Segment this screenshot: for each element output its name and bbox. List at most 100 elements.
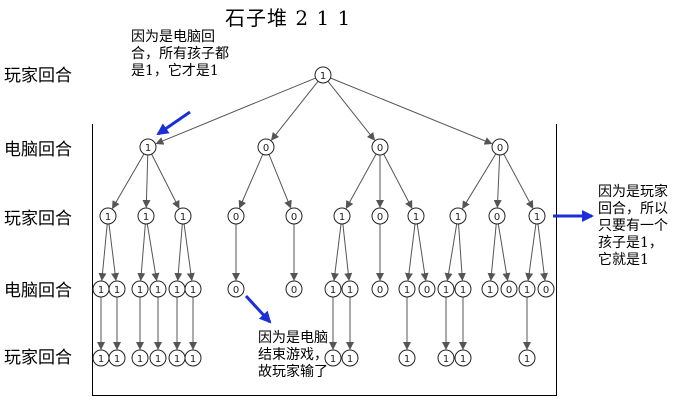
- edge-l2-l3-3: [146, 223, 160, 282]
- node-l0-root-value: 1: [320, 71, 326, 82]
- node-l2-4: 0: [285, 207, 303, 225]
- edge-l1-l2-2: [151, 153, 180, 209]
- node-l4-10-circle: [454, 349, 472, 367]
- node-l3-15-value: 1: [487, 285, 493, 296]
- node-l3-1-circle: [108, 280, 126, 298]
- node-l4-4-value: 1: [174, 354, 180, 365]
- node-l2-3-circle: [227, 207, 245, 225]
- tree-edges: [97, 77, 549, 350]
- node-l4-5: 1: [184, 349, 202, 367]
- node-l3-1: 1: [108, 280, 126, 298]
- node-l3-13: 1: [437, 280, 455, 298]
- node-l2-9-circle: [488, 207, 506, 225]
- node-l2-1-value: 1: [143, 212, 149, 223]
- edge-l0-l1-1: [270, 80, 319, 141]
- node-l2-9: 0: [488, 207, 506, 225]
- node-l4-1: 1: [108, 349, 126, 367]
- edge-l1-l2-10: [503, 153, 534, 209]
- node-l3-11-circle: [398, 280, 416, 298]
- node-l2-0: 1: [99, 207, 117, 225]
- node-l2-2-value: 1: [180, 212, 186, 223]
- node-l2-1-circle: [137, 207, 155, 225]
- node-l3-16: 0: [500, 280, 518, 298]
- node-l1-0-value: 1: [145, 143, 151, 154]
- node-l4-1-circle: [108, 349, 126, 367]
- node-l3-9: 1: [341, 280, 359, 298]
- node-l2-8-circle: [449, 207, 467, 225]
- node-l3-13-circle: [437, 280, 455, 298]
- edge-l2-l3-17: [525, 223, 537, 282]
- edge-l1-l2-7: [383, 153, 413, 209]
- node-l1-1-circle: [257, 138, 275, 156]
- blue-arrow-root-note: [156, 110, 191, 136]
- node-l4-11-circle: [518, 349, 536, 367]
- node-l3-11: 1: [398, 280, 416, 298]
- node-l3-12: 0: [418, 280, 436, 298]
- node-l3-10-value: 0: [377, 285, 383, 296]
- node-l1-2-value: 0: [377, 143, 383, 154]
- node-l3-16-value: 0: [506, 285, 512, 296]
- node-l2-0-circle: [99, 207, 117, 225]
- node-l3-12-value: 0: [424, 285, 430, 296]
- node-l4-7-value: 1: [347, 354, 353, 365]
- node-l1-3: 0: [491, 138, 509, 156]
- edge-l2-l3-16: [497, 223, 511, 282]
- node-l3-18-circle: [537, 280, 555, 298]
- node-l3-7-circle: [285, 280, 303, 298]
- node-l3-4: 1: [168, 280, 186, 298]
- node-l3-6-value: 0: [233, 285, 239, 296]
- node-l3-6: 0: [227, 280, 245, 298]
- node-l4-11-value: 1: [524, 354, 530, 365]
- node-l3-0-value: 1: [98, 285, 104, 296]
- node-l2-8: 1: [449, 207, 467, 225]
- node-l3-5-value: 1: [190, 285, 196, 296]
- node-l4-9-circle: [437, 349, 455, 367]
- edge-l2-l3-4: [174, 223, 183, 282]
- node-l4-3-circle: [149, 349, 167, 367]
- node-l3-18: 0: [537, 280, 555, 298]
- node-l4-9: 1: [437, 349, 455, 367]
- node-l3-8-value: 1: [330, 285, 336, 296]
- node-l3-9-circle: [341, 280, 359, 298]
- node-l3-14-value: 1: [460, 285, 466, 296]
- node-l3-15-circle: [481, 280, 499, 298]
- node-l4-9-value: 1: [443, 354, 449, 365]
- frame-right-border: [556, 124, 557, 396]
- node-l3-2: 1: [131, 280, 149, 298]
- node-l1-1: 0: [257, 138, 275, 156]
- node-l4-10-value: 1: [460, 354, 466, 365]
- diagram-title: 石子堆 2 1 1: [225, 6, 352, 30]
- node-l2-6-value: 0: [377, 212, 383, 223]
- node-l2-5-circle: [333, 207, 351, 225]
- node-l3-14: 1: [454, 280, 472, 298]
- node-l4-10: 1: [454, 349, 472, 367]
- node-l3-7-value: 0: [291, 285, 297, 296]
- node-l4-8-circle: [398, 349, 416, 367]
- node-l3-10: 0: [371, 280, 389, 298]
- node-l2-5-value: 1: [339, 212, 345, 223]
- edge-l1-l2-0: [112, 153, 145, 210]
- node-l3-6-circle: [227, 280, 245, 298]
- node-l0-root-circle: [314, 66, 332, 84]
- node-l2-0-value: 1: [105, 212, 111, 223]
- edge-l2-l3-2: [137, 223, 146, 282]
- edge-l2-l3-13: [444, 223, 458, 282]
- level-label-player-2: 玩家回合: [4, 209, 72, 229]
- node-l2-10: 1: [528, 207, 546, 225]
- edge-l1-l2-3: [238, 154, 264, 209]
- node-l3-5-circle: [184, 280, 202, 298]
- node-l3-17: 1: [518, 280, 536, 298]
- node-l3-16-circle: [500, 280, 518, 298]
- node-l3-17-value: 1: [524, 285, 530, 296]
- node-l2-8-value: 1: [455, 212, 461, 223]
- node-l3-18-value: 0: [543, 285, 549, 296]
- node-l4-7-circle: [341, 349, 359, 367]
- node-l1-0: 1: [139, 138, 157, 156]
- node-l1-3-value: 0: [497, 143, 503, 154]
- node-l2-7-value: 1: [413, 212, 419, 223]
- edge-l1-l2-4: [268, 154, 292, 209]
- node-l2-1: 1: [137, 207, 155, 225]
